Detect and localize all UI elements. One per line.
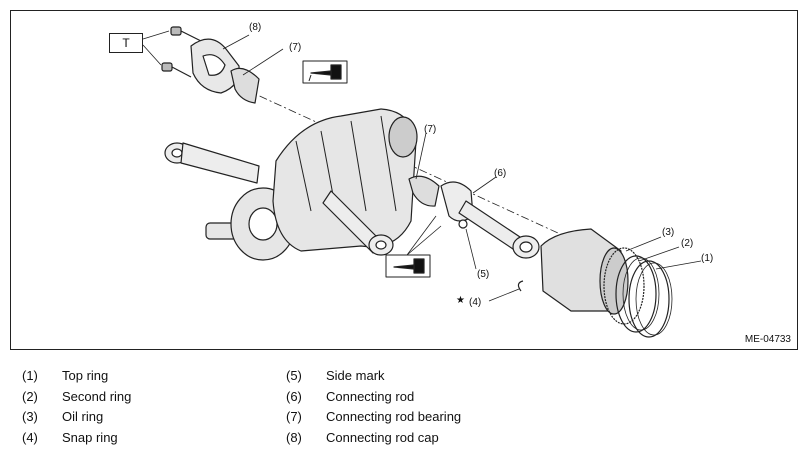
callout-7-upper: (7) bbox=[289, 42, 302, 53]
legend-item: (5) Side mark bbox=[286, 366, 461, 387]
legend-text: Top ring bbox=[62, 368, 109, 383]
legend-text: Snap ring bbox=[62, 429, 118, 445]
legend-text: Second ring bbox=[62, 388, 132, 404]
connecting-rod-middle bbox=[322, 190, 394, 256]
callout-3: (3) bbox=[662, 227, 675, 238]
callout-7-lower: (7) bbox=[424, 124, 437, 135]
legend-text: Side mark bbox=[326, 368, 385, 383]
legend-number: (7) bbox=[286, 409, 302, 424]
cap-bolt-lower bbox=[161, 62, 192, 78]
legend-item: (1) Top ring bbox=[22, 366, 131, 387]
legend-item: (2) Second ring bbox=[22, 387, 131, 408]
callout-2: (2) bbox=[681, 238, 694, 249]
torque-tag: T bbox=[109, 33, 143, 53]
legend-item: (6) Connecting rod bbox=[286, 387, 461, 408]
legend-item: (7) Connecting rod bearing bbox=[286, 407, 461, 428]
oil-can-icon bbox=[302, 60, 348, 84]
top-ring bbox=[628, 260, 670, 338]
callout-4: (4) bbox=[469, 297, 482, 308]
crankshaft-connecting-rod-illustration bbox=[142, 26, 702, 338]
legend-number: (1) bbox=[22, 368, 38, 383]
callout-1: (1) bbox=[701, 253, 714, 264]
callout-6: (6) bbox=[494, 168, 507, 179]
callout-5: (5) bbox=[477, 269, 490, 280]
legend-text: Connecting rod bearing bbox=[326, 409, 462, 424]
legend-text: Connecting rod cap bbox=[326, 429, 439, 445]
connecting-rod-bearing-upper bbox=[230, 67, 260, 104]
callout-8: (8) bbox=[249, 22, 262, 33]
legend-number: (8) bbox=[286, 429, 302, 445]
legend-number: (3) bbox=[22, 409, 38, 424]
connecting-rod-left bbox=[164, 142, 260, 184]
legend-number: (5) bbox=[286, 368, 302, 383]
legend-left: (1) Top ring (2) Second ring (3) Oil ring (… bbox=[22, 366, 131, 448]
snap-ring bbox=[517, 280, 524, 292]
oil-can-icon-lower bbox=[385, 254, 431, 278]
legend-number: (4) bbox=[22, 429, 38, 445]
legend-text: Connecting rod bbox=[326, 388, 415, 404]
legend-text: Oil ring bbox=[62, 409, 104, 424]
connecting-rod-bearing-lower bbox=[408, 175, 440, 207]
legend-number: (2) bbox=[22, 388, 38, 404]
legend-item: (3) Oil ring bbox=[22, 407, 131, 428]
legend-item: (4) Snap ring bbox=[22, 428, 131, 449]
legend-item: (8) Connecting rod cap bbox=[286, 428, 461, 449]
legend-right: (5) Side mark (6) Connecting rod (7) Connec… bbox=[286, 366, 461, 448]
cap-bolt-upper bbox=[170, 26, 202, 42]
second-ring bbox=[615, 255, 657, 333]
document-reference: ME-04733 bbox=[744, 334, 791, 345]
piston bbox=[540, 228, 629, 315]
exploded-view-figure: T (8) (7) (7) (6) (5) ★ (4) (3) (2) (1) … bbox=[10, 10, 798, 350]
connecting-rod bbox=[440, 181, 540, 259]
legend-number: (6) bbox=[286, 388, 302, 404]
star-mark: ★ bbox=[456, 295, 465, 306]
